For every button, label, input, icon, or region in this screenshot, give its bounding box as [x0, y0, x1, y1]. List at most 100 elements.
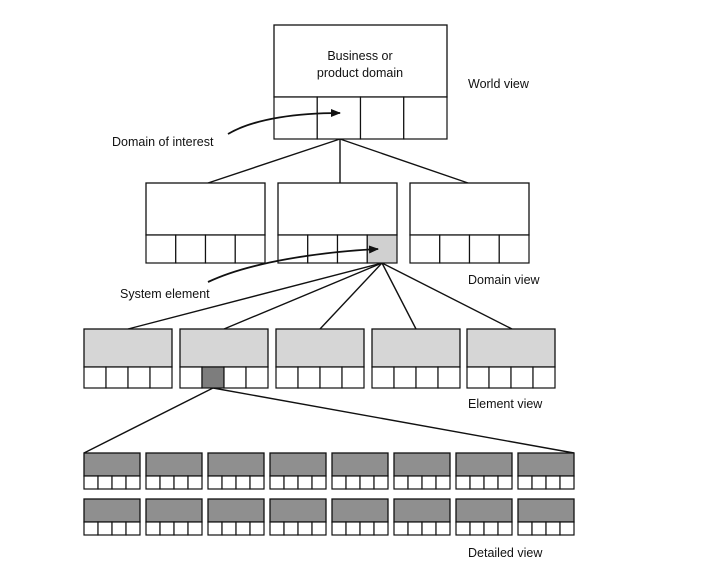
element-cell-4	[532, 366, 556, 389]
detail-cell-2	[283, 475, 299, 490]
element-cell-2	[488, 366, 512, 389]
element-box-body	[179, 328, 269, 368]
detail-cell-1	[207, 521, 223, 536]
detail-box-r1-c6	[393, 452, 451, 490]
detail-cell-4	[187, 521, 203, 536]
detail-box-r1-c7	[455, 452, 513, 490]
detail-cell-1	[269, 521, 285, 536]
detail-cell-3	[421, 521, 437, 536]
detail-cell-3	[545, 521, 561, 536]
element-cell-1	[466, 366, 490, 389]
detail-cell-3	[235, 521, 251, 536]
domain-view-boxes	[145, 182, 530, 264]
detail-cell-1	[83, 521, 99, 536]
element-cell-1	[275, 366, 299, 389]
element-box-3	[275, 328, 365, 389]
world-box-title-line-1: Business or	[327, 49, 392, 63]
element-cell-1	[371, 366, 395, 389]
domain-box-body	[277, 182, 398, 236]
element-cell-3	[319, 366, 343, 389]
detail-box-body	[393, 452, 451, 477]
detail-box-r1-c4	[269, 452, 327, 490]
world-cell-2	[316, 96, 362, 140]
link-domain-element-4	[381, 262, 417, 330]
detail-cell-2	[97, 521, 113, 536]
detail-box-body	[517, 498, 575, 523]
detail-box-r1-c3	[207, 452, 265, 490]
detail-cell-1	[517, 521, 533, 536]
detail-cell-1	[393, 475, 409, 490]
detail-box-body	[331, 452, 389, 477]
detail-cell-1	[145, 475, 161, 490]
element-cell-4	[437, 366, 461, 389]
world-cell-4	[403, 96, 448, 140]
domain-cell-4	[498, 234, 530, 264]
detail-cell-3	[483, 521, 499, 536]
link-element-detail-left	[83, 387, 214, 454]
element-cell-2	[297, 366, 321, 389]
detail-cell-4	[435, 521, 451, 536]
domain-cell-2	[439, 234, 471, 264]
element-box-body	[466, 328, 556, 368]
element-box-4	[371, 328, 461, 389]
world-cell-1	[273, 96, 318, 140]
detail-box-r1-c8	[517, 452, 575, 490]
domain-box-body	[145, 182, 266, 236]
detail-cell-4	[373, 521, 389, 536]
detail-box-body	[393, 498, 451, 523]
system-element-arrow	[207, 245, 379, 283]
detail-cell-4	[497, 475, 513, 490]
element-box-body	[275, 328, 365, 368]
detail-cell-2	[469, 521, 485, 536]
detail-cell-4	[497, 521, 513, 536]
element-box-5	[466, 328, 556, 389]
detail-cell-3	[173, 521, 189, 536]
element-cell-1	[179, 366, 203, 389]
element-cell-3	[223, 366, 247, 389]
link-world-domain-3	[339, 138, 469, 184]
detail-box-r1-c2	[145, 452, 203, 490]
element-cell-2	[393, 366, 417, 389]
element-cell-2	[105, 366, 129, 389]
detail-cell-2	[221, 475, 237, 490]
system-element-label: System element	[120, 287, 210, 301]
detail-cell-3	[173, 475, 189, 490]
detail-cell-2	[283, 521, 299, 536]
element-cell-3	[510, 366, 534, 389]
detail-cell-2	[407, 521, 423, 536]
domain-box-2	[277, 182, 398, 264]
detail-box-body	[145, 498, 203, 523]
detail-cell-4	[311, 521, 327, 536]
detailed-view-boxes	[83, 452, 575, 536]
detail-cell-2	[159, 475, 175, 490]
link-domain-element-1	[127, 262, 383, 330]
connector-lines	[83, 138, 575, 454]
element-view-label: Element view	[468, 397, 543, 411]
detail-box-r2-c4	[269, 498, 327, 536]
link-domain-element-3	[319, 262, 383, 330]
detail-cell-2	[159, 521, 175, 536]
detail-cell-4	[249, 521, 265, 536]
detail-box-body	[455, 452, 513, 477]
detail-box-r2-c8	[517, 498, 575, 536]
detail-cell-3	[235, 475, 251, 490]
world-cell-3	[359, 96, 405, 140]
domain-box-3	[409, 182, 530, 264]
link-world-domain-1	[207, 138, 341, 184]
detail-cell-2	[345, 521, 361, 536]
world-box-cells	[273, 96, 448, 140]
detail-box-r1-c5	[331, 452, 389, 490]
detail-cell-2	[531, 475, 547, 490]
detail-cell-1	[517, 475, 533, 490]
detail-cell-1	[455, 475, 471, 490]
domain-cell-3	[204, 234, 236, 264]
detail-cell-2	[469, 475, 485, 490]
world-view-label: World view	[468, 77, 530, 91]
detailed-view-label: Detailed view	[468, 546, 543, 560]
detail-cell-3	[545, 475, 561, 490]
domain-cell-3	[468, 234, 500, 264]
detail-cell-4	[373, 475, 389, 490]
detail-cell-2	[97, 475, 113, 490]
detail-box-body	[269, 498, 327, 523]
